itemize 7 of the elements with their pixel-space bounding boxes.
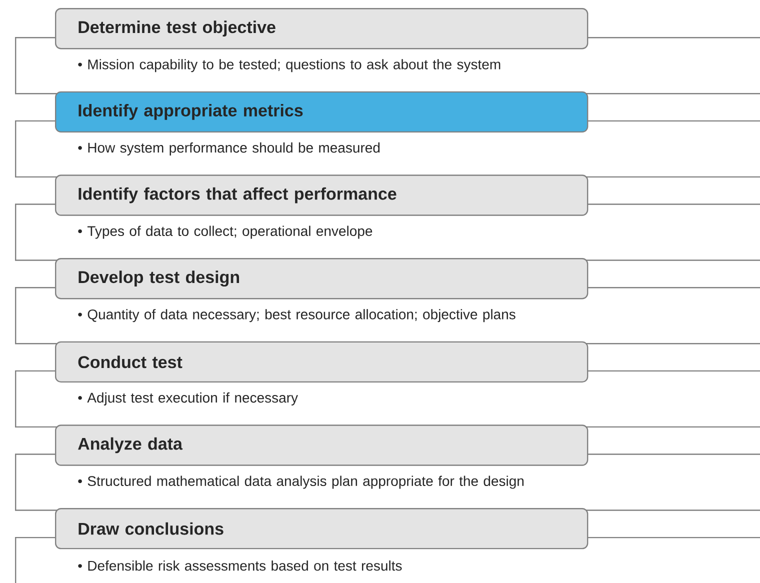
- step-heading-tab: Develop test design: [55, 258, 588, 300]
- step-heading-tab: Identify factors that affect performance: [55, 174, 588, 216]
- step-heading-tab: Identify appropriate metrics: [55, 91, 588, 133]
- step-heading-tab: Draw conclusions: [55, 508, 588, 550]
- step-heading-tab: Determine test objective: [55, 8, 588, 50]
- step-heading-tab: Analyze data: [55, 424, 588, 466]
- step-heading-tab: Conduct test: [55, 341, 588, 383]
